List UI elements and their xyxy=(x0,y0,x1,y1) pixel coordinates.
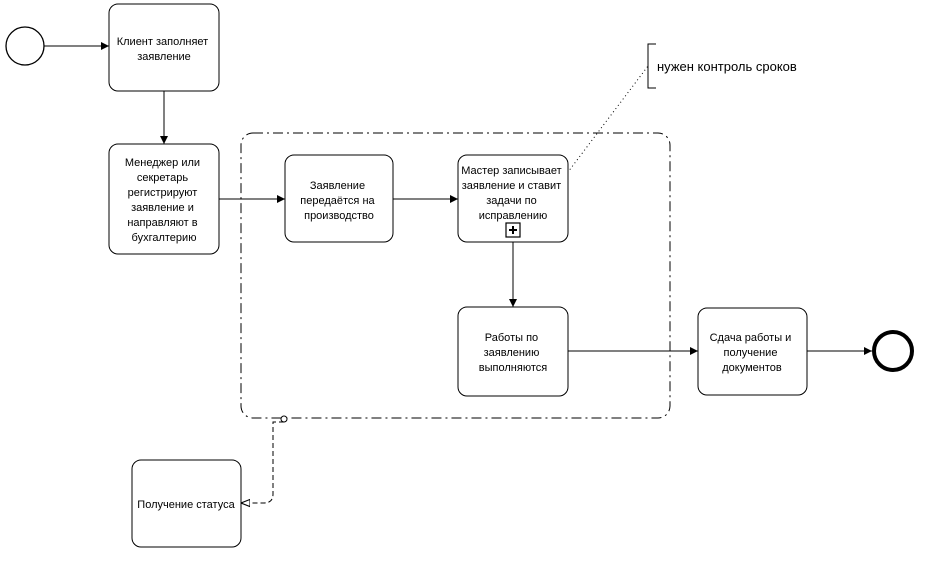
annotation-bracket xyxy=(647,43,656,89)
task-delivery[interactable]: Сдача работы и получение документов xyxy=(697,307,808,396)
svg-text:Заявление передаётся на: Заявление передаётся на производство xyxy=(300,180,377,222)
task-status[interactable]: Получение статуса xyxy=(131,459,242,548)
svg-text:Получение статуса: Получение статуса xyxy=(137,499,235,511)
task-works[interactable]: Работы по заявлению выполняются xyxy=(457,306,569,397)
svg-text:Работы по заявлению: Работы по заявлению выполняются xyxy=(479,332,547,374)
message-flow-origin xyxy=(280,415,288,423)
expand-subprocess-icon[interactable] xyxy=(505,222,521,238)
svg-text:Сдача работы и получение: Сдача работы и получение документов xyxy=(710,332,795,374)
svg-text:Менеджер или секретарь: Менеджер или секретарь регистрируют заяв… xyxy=(125,157,203,244)
end-event[interactable] xyxy=(872,330,914,372)
subprocess-master[interactable]: Мастер записывает заявление и ставит зад… xyxy=(457,154,569,243)
annotation-association xyxy=(564,65,649,177)
task-transfer[interactable]: Заявление передаётся на производство xyxy=(284,154,394,243)
start-event[interactable] xyxy=(5,26,45,66)
annotation-text: нужен контроль сроков xyxy=(657,59,797,74)
svg-text:Клиент заполняет заявлен: Клиент заполняет заявление xyxy=(117,36,212,63)
task-client[interactable]: Клиент заполняет заявление xyxy=(108,3,220,92)
process-group xyxy=(240,132,671,419)
svg-text:Мастер записывает заявле: Мастер записывает заявление и ставит зад… xyxy=(461,165,564,222)
task-manager[interactable]: Менеджер или секретарь регистрируют заяв… xyxy=(108,143,220,255)
message-flow-to-status xyxy=(241,421,284,503)
